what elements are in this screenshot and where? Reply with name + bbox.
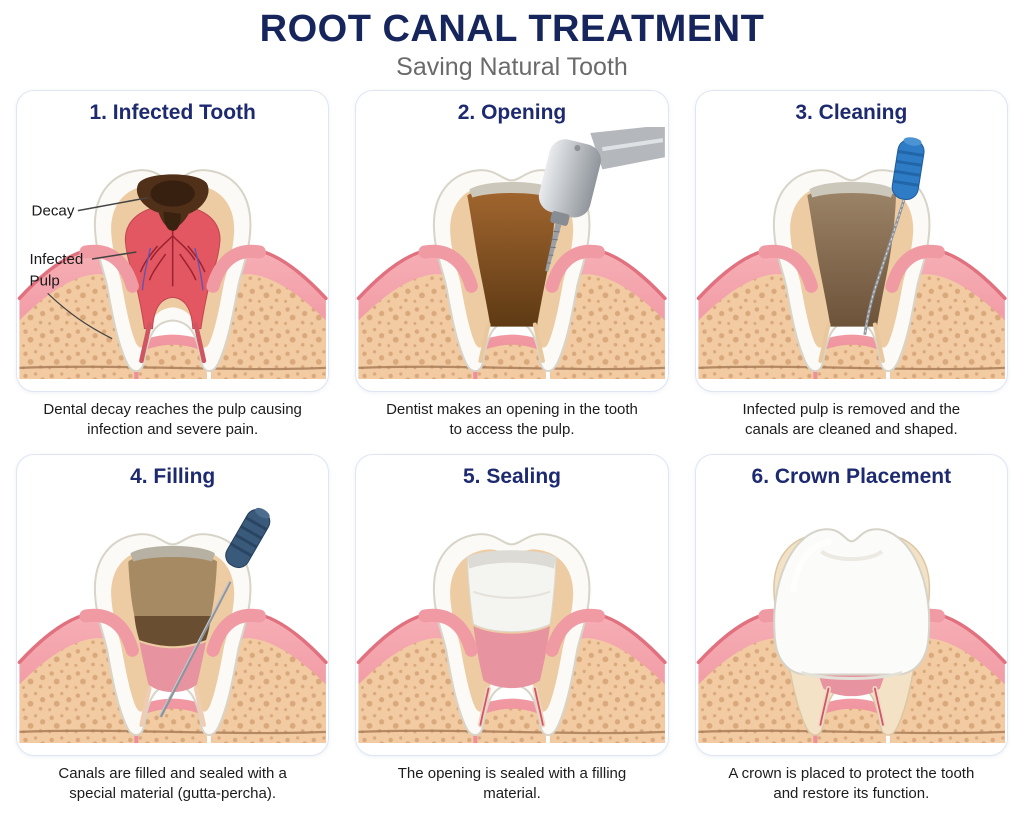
tooth-illustration-opening	[356, 126, 667, 379]
panel-caption: Infected pulp is removed and the canals …	[742, 400, 961, 439]
infected-pulp-label-line2: Pulp	[30, 272, 60, 289]
header: ROOT CANAL TREATMENT Saving Natural Toot…	[0, 8, 1024, 82]
panels-grid: 1. Infected Tooth	[16, 89, 1008, 808]
panel-caption: The opening is sealed with a filling mat…	[397, 764, 627, 803]
tooth-illustration-infected: Decay Infected Pulp	[17, 168, 328, 379]
tooth-illustration-cleaning	[696, 137, 1007, 379]
pulp-veins	[141, 247, 204, 291]
panel-sealing: 5. Sealing	[355, 453, 669, 808]
sealed-tooth-graphic	[433, 532, 591, 736]
panel-caption: Dental decay reaches the pulp causing in…	[43, 400, 302, 439]
page-title: ROOT CANAL TREATMENT	[259, 8, 765, 50]
panel-card: 1. Infected Tooth	[16, 89, 330, 392]
panel-card: 2. Opening	[355, 89, 669, 392]
panel-card: 4. Filling	[16, 453, 330, 756]
tooth-illustration-sealing	[356, 532, 667, 743]
panel-opening: 2. Opening	[355, 89, 669, 444]
infected-pulp-label-line1: Infected	[30, 251, 84, 268]
dental-drill	[539, 126, 666, 272]
panel-caption: Dentist makes an opening in the tooth to…	[386, 400, 638, 439]
panel-title: 1. Infected Tooth	[89, 100, 256, 124]
panel-card: 6. Crown Placement	[694, 453, 1008, 756]
decay-mass	[136, 174, 209, 231]
panel-title: 6. Crown Placement	[751, 464, 952, 488]
decay-pointer-line	[77, 196, 149, 212]
panel-title: 5. Sealing	[462, 464, 562, 488]
tooth-illustration-filling	[17, 507, 328, 743]
dental-crown	[772, 528, 930, 680]
panel-crown-placement: 6. Crown Placement	[694, 453, 1008, 808]
panel-title: 2. Opening	[457, 100, 567, 124]
pulp-pointer-line	[91, 251, 137, 260]
panel-caption: Canals are filled and sealed with a spec…	[58, 764, 287, 803]
panel-filling: 4. Filling	[16, 453, 330, 808]
filled-tooth-graphic	[93, 532, 252, 736]
filling-tool	[159, 507, 271, 718]
infected-tooth-graphic	[93, 168, 252, 372]
panel-card: 3. Cleaning	[694, 89, 1008, 392]
page-subtitle: Saving Natural Tooth	[396, 52, 628, 81]
panel-caption: A crown is placed to protect the tooth a…	[728, 764, 975, 803]
endodontic-file	[863, 137, 925, 335]
panel-title: 3. Cleaning	[795, 100, 908, 124]
decay-label: Decay	[32, 203, 75, 220]
panel1-annotations: Decay Infected Pulp	[30, 196, 149, 340]
tooth-illustration-crown	[696, 528, 1007, 743]
panel-title: 4. Filling	[130, 464, 216, 488]
panel-cleaning: 3. Cleaning	[694, 89, 1008, 444]
gum-pointer-line	[47, 292, 113, 340]
panel-card: 5. Sealing	[355, 453, 669, 756]
panel-infected-tooth: 1. Infected Tooth	[16, 89, 330, 444]
